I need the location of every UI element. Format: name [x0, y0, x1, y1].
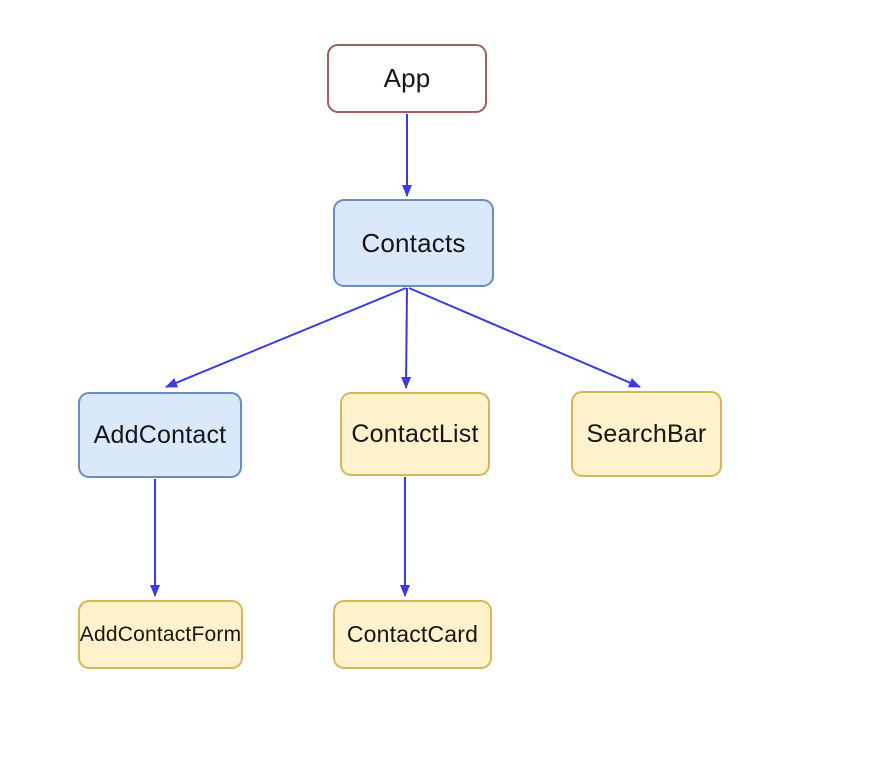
edge-contacts-contactlist: [401, 287, 412, 389]
node-addcontactform-label: AddContactForm: [79, 622, 242, 646]
node-searchbar-label: SearchBar: [586, 419, 707, 448]
node-app-label: App: [383, 63, 431, 93]
node-contactlist-label: ContactList: [351, 419, 479, 448]
node-addcontactform: AddContactForm: [78, 600, 243, 669]
node-contactcard-label: ContactCard: [346, 621, 479, 647]
edge-contacts-searchbar: [408, 287, 641, 388]
node-contactlist: ContactList: [340, 392, 490, 476]
edge-contacts-addcontact: [165, 287, 407, 388]
node-app: App: [327, 44, 487, 113]
node-searchbar: SearchBar: [571, 391, 722, 477]
node-contactcard: ContactCard: [333, 600, 492, 669]
node-addcontact: AddContact: [78, 392, 242, 478]
node-contacts: Contacts: [333, 199, 494, 287]
node-addcontact-label: AddContact: [93, 420, 227, 449]
node-contacts-label: Contacts: [361, 227, 466, 258]
